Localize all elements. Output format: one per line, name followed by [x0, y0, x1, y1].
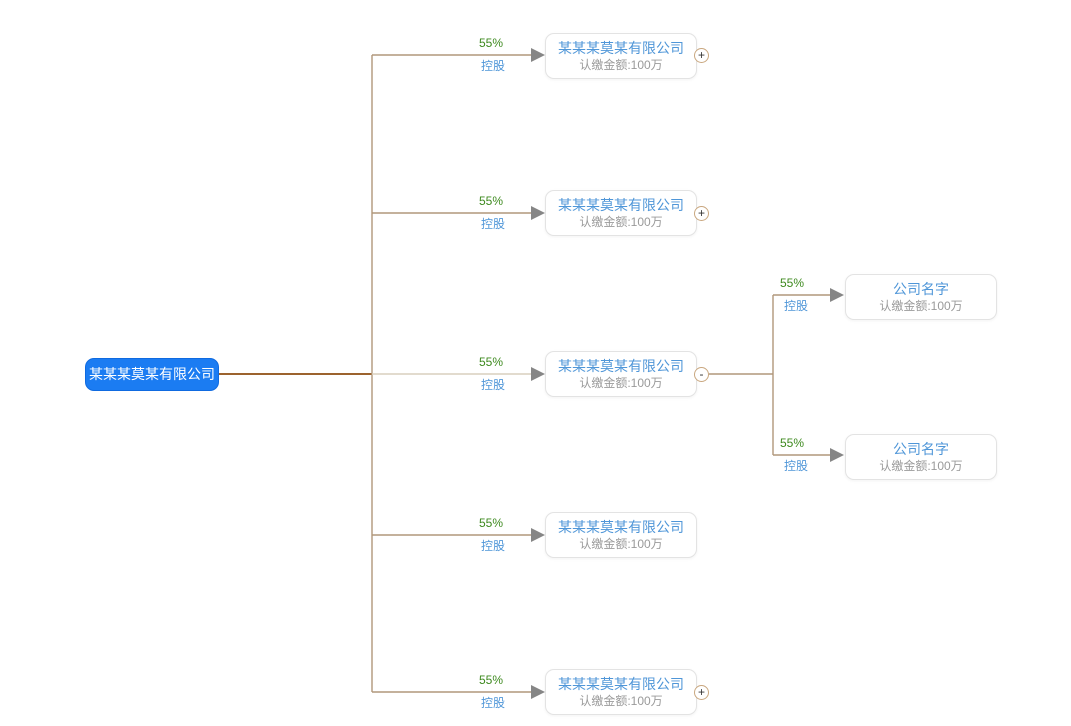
company-node[interactable]: 公司名字 认缴金额:100万 [845, 274, 997, 320]
subscribed-amount: 认缴金额:100万 [579, 215, 663, 229]
edge-percent-label: 55% [478, 194, 504, 208]
edge-percent-label: 55% [478, 36, 504, 50]
company-node[interactable]: 某某某莫某有限公司 认缴金额:100万 [545, 669, 697, 715]
edge-percent-label: 55% [779, 276, 805, 290]
company-node[interactable]: 公司名字 认缴金额:100万 [845, 434, 997, 480]
edge-relation-label: 控股 [480, 696, 506, 710]
edge-percent-label: 55% [478, 355, 504, 369]
root-company-node[interactable]: 某某某莫某有限公司 [85, 358, 219, 391]
company-name: 某某某莫某有限公司 [558, 358, 684, 374]
company-node[interactable]: 某某某莫某有限公司 认缴金额:100万 [545, 512, 697, 558]
edge-relation-label: 控股 [480, 539, 506, 553]
edge-relation-label: 控股 [480, 217, 506, 231]
edge-relation-label: 控股 [480, 378, 506, 392]
company-name: 某某某莫某有限公司 [558, 197, 684, 213]
collapse-icon[interactable]: - [694, 367, 709, 382]
company-name: 某某某莫某有限公司 [558, 519, 684, 535]
subscribed-amount: 认缴金额:100万 [579, 376, 663, 390]
edge-percent-label: 55% [478, 516, 504, 530]
company-node[interactable]: 某某某莫某有限公司 认缴金额:100万 [545, 190, 697, 236]
expand-icon[interactable]: + [694, 48, 709, 63]
company-name: 公司名字 [893, 281, 949, 297]
company-node[interactable]: 某某某莫某有限公司 认缴金额:100万 [545, 33, 697, 79]
company-name: 公司名字 [893, 441, 949, 457]
expand-icon[interactable]: + [694, 685, 709, 700]
company-name: 某某某莫某有限公司 [558, 676, 684, 692]
company-node[interactable]: 某某某莫某有限公司 认缴金额:100万 [545, 351, 697, 397]
subscribed-amount: 认缴金额:100万 [579, 694, 663, 708]
subscribed-amount: 认缴金额:100万 [879, 299, 963, 313]
edge-percent-label: 55% [478, 673, 504, 687]
company-name: 某某某莫某有限公司 [558, 40, 684, 56]
edge-relation-label: 控股 [783, 299, 809, 313]
edge-relation-label: 控股 [480, 59, 506, 73]
edge-percent-label: 55% [779, 436, 805, 450]
expand-icon[interactable]: + [694, 206, 709, 221]
edge-relation-label: 控股 [783, 459, 809, 473]
subscribed-amount: 认缴金额:100万 [879, 459, 963, 473]
subscribed-amount: 认缴金额:100万 [579, 58, 663, 72]
subscribed-amount: 认缴金额:100万 [579, 537, 663, 551]
